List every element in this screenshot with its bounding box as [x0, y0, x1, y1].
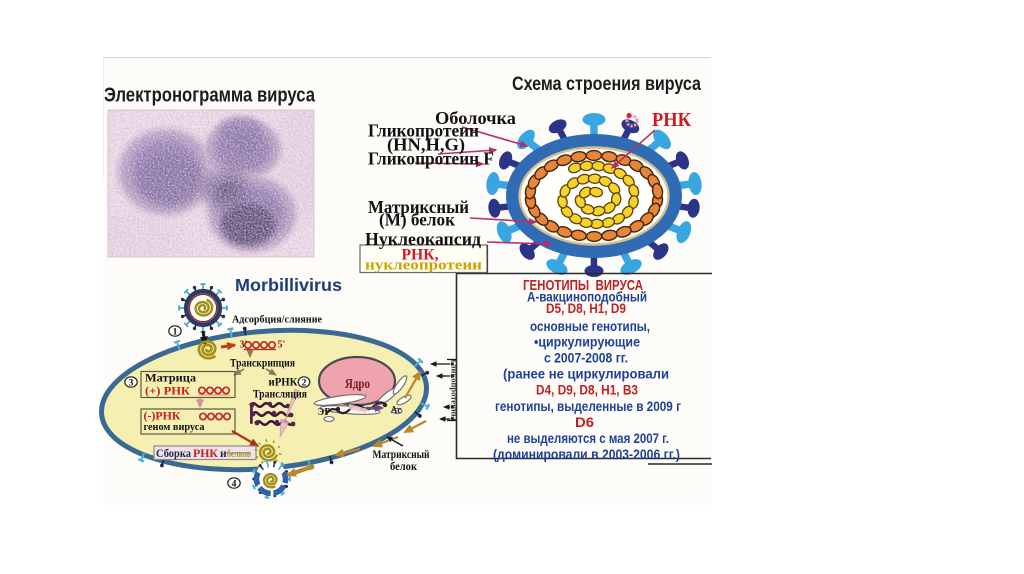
svg-text:(-)РНК: (-)РНК [144, 411, 182, 423]
svg-text:4: 4 [232, 479, 237, 489]
svg-text:Матриксный: Матриксный [368, 197, 469, 217]
svg-text:D6: D6 [575, 414, 594, 430]
svg-text:Ядро: Ядро [345, 376, 370, 391]
svg-text:•циркулирующие: •циркулирующие [534, 334, 640, 350]
svg-text:РНК,: РНК, [402, 247, 439, 264]
svg-text:(ранее не циркулировали: (ранее не циркулировали [503, 366, 669, 382]
svg-text:генотипы, выделенные в 2009 г: генотипы, выделенные в 2009 г [495, 398, 681, 414]
svg-text:ГЕНОТИПЫ ВИРУСА: ГЕНОТИПЫ ВИРУСА [523, 277, 643, 294]
svg-text:Электронограмма вируса: Электронограмма вируса [104, 85, 316, 107]
svg-text:Гликопротеин: Гликопротеин [368, 121, 479, 141]
svg-text:Матриксный: Матриксный [373, 449, 430, 461]
svg-text:РНК: РНК [652, 109, 691, 131]
svg-text:Адсорбция/слияние: Адсорбция/слияние [232, 314, 322, 326]
svg-text:2: 2 [302, 378, 307, 388]
svg-text:(+) РНК: (+) РНК [145, 386, 191, 398]
svg-text:иРНК: иРНК [269, 377, 299, 389]
svg-text:Ас: Ас [391, 405, 403, 416]
svg-text:D5, D8, H1, D9: D5, D8, H1, D9 [546, 300, 626, 316]
svg-text:D4, D9, D8, H1, B3: D4, D9, D8, H1, B3 [536, 382, 638, 398]
svg-text:А-вакциноподобный: А-вакциноподобный [527, 289, 647, 305]
svg-text:Оболочка: Оболочка [435, 108, 516, 128]
svg-text:нуклеопротеин: нуклеопротеин [365, 258, 482, 274]
svg-text:Сборка: Сборка [156, 448, 191, 460]
svg-text:и: и [220, 448, 227, 460]
svg-text:Транскрипция: Транскрипция [230, 358, 295, 370]
svg-text:(доминировали в 2003-2006 гг.): (доминировали в 2003-2006 гг.) [493, 446, 680, 462]
svg-text:основные генотипы,: основные генотипы, [530, 318, 650, 334]
svg-text:Схема строения вируса: Схема строения вируса [512, 73, 701, 95]
svg-text:Гликопротеины: Гликопротеины [450, 359, 460, 421]
svg-text:ЭР: ЭР [318, 406, 331, 418]
svg-text:5': 5' [278, 340, 286, 351]
svg-text:1: 1 [173, 327, 178, 337]
svg-text:белков: белков [227, 449, 251, 460]
svg-text:белок: белок [390, 461, 417, 473]
svg-text:с 2007-2008 гг.: с 2007-2008 гг. [544, 350, 628, 366]
svg-text:Нуклеокапсид: Нуклеокапсид [365, 229, 481, 249]
svg-text:Матрица: Матрица [145, 373, 196, 385]
svg-text:не выделяются с мая 2007 г.: не выделяются с мая 2007 г. [507, 430, 669, 446]
svg-text:(HN,H,G): (HN,H,G) [387, 135, 465, 156]
svg-text:(М) белок: (М) белок [379, 210, 456, 231]
svg-text:Morbillivirus: Morbillivirus [235, 275, 342, 295]
svg-text:3: 3 [129, 378, 134, 388]
svg-text:3': 3' [240, 340, 248, 351]
svg-text:РНК: РНК [193, 448, 219, 460]
svg-text:геном вируса: геном вируса [144, 421, 205, 433]
svg-text:Гликопротеин F: Гликопротеин F [368, 149, 494, 169]
svg-text:Трансляция: Трансляция [253, 389, 307, 401]
